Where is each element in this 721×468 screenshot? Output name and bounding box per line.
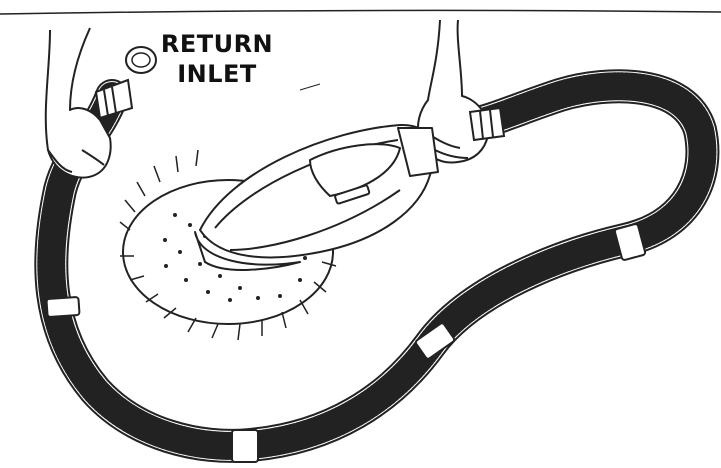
return-inlet-icon (126, 47, 156, 73)
surface-lines (300, 84, 320, 90)
pool-cleaner-icon (120, 125, 438, 340)
waterline (0, 10, 721, 14)
hose-cuff-right (470, 108, 504, 140)
return-inlet-label-line2: INLET (158, 60, 276, 88)
return-inlet-label-line1: RETURN (158, 30, 276, 58)
